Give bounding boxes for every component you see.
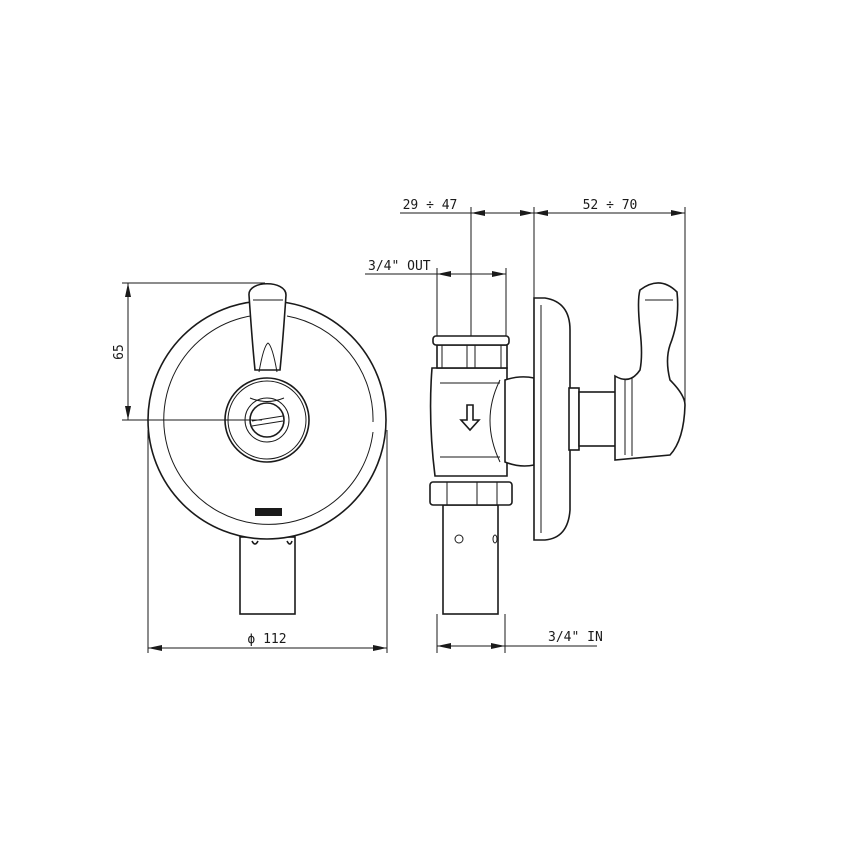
front-handle [248, 283, 287, 371]
arrow-down-icon [459, 404, 481, 432]
backplate [533, 297, 571, 541]
outlet-cap [432, 335, 510, 346]
dim-wall-range: 29 ÷ 47 [403, 198, 458, 213]
brand-label [255, 508, 282, 516]
dim-diameter: ϕ 112 [247, 632, 286, 647]
dim-handle-range: 52 ÷ 70 [583, 198, 638, 213]
front-pipe [239, 536, 296, 615]
outlet-neck [436, 344, 508, 369]
inlet-pipe [442, 504, 499, 615]
spindle [578, 391, 618, 447]
front-view: 65 ϕ 112 [112, 282, 388, 653]
dim-height: 65 [112, 344, 127, 360]
dim-outlet: 3/4" OUT [368, 259, 431, 274]
side-view: 29 ÷ 47 52 ÷ 70 3/4" OUT 3/4" IN [365, 198, 686, 653]
union-nut [429, 481, 513, 506]
rosette-inner [163, 313, 374, 525]
dim-inlet: 3/4" IN [548, 630, 603, 645]
